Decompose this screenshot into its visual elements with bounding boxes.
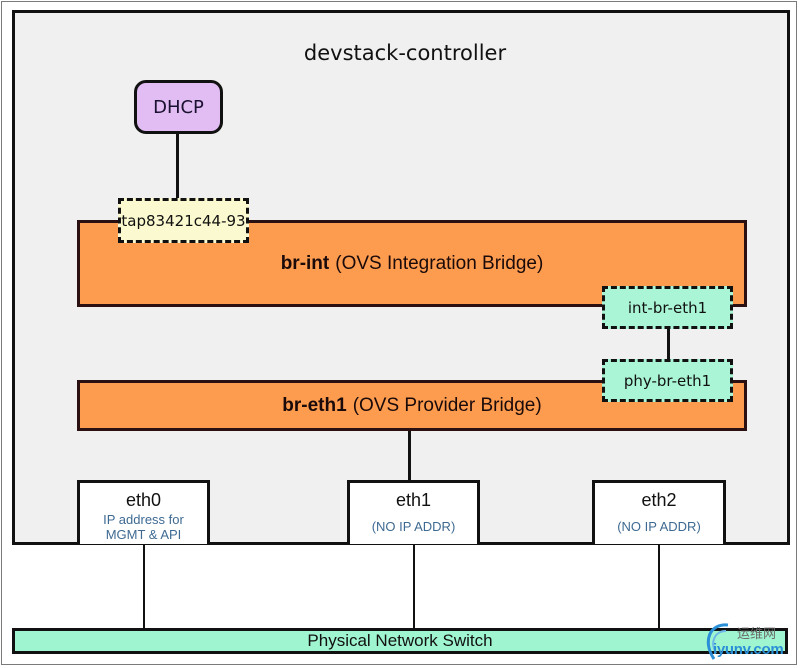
- nic-eth1: eth1 (NO IP ADDR): [347, 480, 480, 544]
- nic-eth0: eth0 IP address for MGMT & API: [77, 480, 210, 544]
- link-eth0-switch: [143, 544, 145, 629]
- port-int-br-eth1: int-br-eth1: [602, 286, 733, 329]
- bridge-br-eth1-description: (OVS Provider Bridge): [352, 394, 542, 416]
- dhcp-node: DHCP: [134, 80, 223, 134]
- nic-eth2-name: eth2: [641, 490, 677, 510]
- host-title: devstack-controller: [303, 41, 507, 65]
- port-phy-br-eth1: phy-br-eth1: [602, 359, 733, 402]
- link-br-eth1-eth1: [408, 430, 411, 481]
- port-tap: tap83421c44-93: [118, 198, 249, 243]
- bridge-br-int-name: br-int: [280, 252, 330, 274]
- link-dhcp-tap: [176, 133, 179, 199]
- dhcp-label: DHCP: [153, 96, 204, 118]
- physical-network-switch: Physical Network Switch: [12, 628, 788, 654]
- port-tap-label: tap83421c44-93: [121, 211, 246, 230]
- bridge-br-eth1: br-eth1 (OVS Provider Bridge): [77, 380, 747, 431]
- nic-eth0-sub-line2: MGMT & API: [105, 527, 182, 542]
- nic-eth0-sub-line1: IP address for: [103, 512, 184, 527]
- port-int-br-eth1-label: int-br-eth1: [627, 298, 708, 317]
- link-eth1-switch: [413, 544, 415, 629]
- switch-label: Physical Network Switch: [307, 631, 493, 650]
- nic-eth1-name: eth1: [395, 490, 432, 510]
- nic-eth1-sub: (NO IP ADDR): [371, 519, 456, 534]
- nic-eth0-name: eth0: [125, 490, 162, 510]
- watermark-text-cn: 运维网: [737, 627, 777, 642]
- nic-eth2-sub: (NO IP ADDR): [617, 519, 701, 534]
- watermark: 运维网 iyunv.com: [697, 617, 797, 667]
- watermark-logo-icon: [706, 623, 729, 660]
- nic-eth2: eth2 (NO IP ADDR): [592, 480, 726, 544]
- bridge-br-int-description: (OVS Integration Bridge): [335, 252, 544, 274]
- bridge-br-eth1-name: br-eth1: [282, 394, 347, 416]
- link-eth2-switch: [658, 544, 660, 629]
- watermark-text-en: iyunv.com: [713, 641, 784, 658]
- link-int-phy: [667, 328, 670, 360]
- port-phy-br-eth1-label: phy-br-eth1: [623, 371, 712, 390]
